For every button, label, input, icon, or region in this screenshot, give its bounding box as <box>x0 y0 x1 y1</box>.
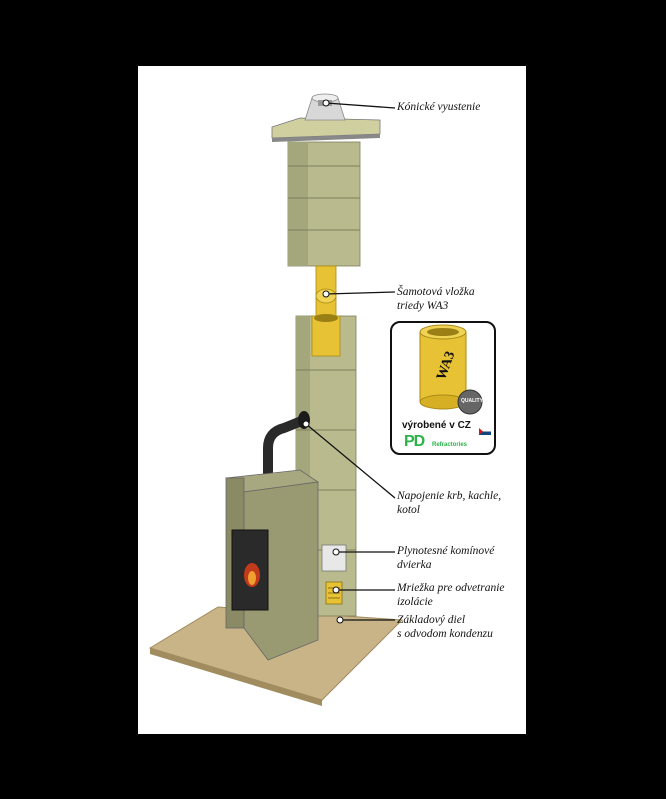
liner-inset-box <box>390 321 496 455</box>
quality-seal-text: QUALITY <box>461 398 483 404</box>
chimney-cap <box>271 117 381 139</box>
label-connection-line1: Napojenie krb, kachle, <box>397 490 502 502</box>
label-base-line2: s odvodom kondenzu <box>397 628 493 640</box>
label-base: Základový diel s odvodom kondenzu <box>397 613 493 641</box>
stove <box>224 469 320 661</box>
ventilation-grille <box>325 581 343 605</box>
label-grille-line2: izolácie <box>397 596 433 608</box>
upper-chimney-blocks <box>287 141 361 267</box>
leader-dots <box>302 99 344 624</box>
quality-seal-icon <box>457 389 483 415</box>
label-grille: Mriežka pre odvetranie izolácie <box>397 581 505 609</box>
label-liner-line1: Šamotová vložka <box>397 286 475 298</box>
label-conical-outlet: Kónické vyustenie <box>397 101 481 113</box>
label-grille-line1: Mriežka pre odvetranie <box>397 582 505 594</box>
label-liner: Šamotová vložka triedy WA3 <box>397 285 475 313</box>
label-liner-line2: triedy WA3 <box>397 300 449 312</box>
brand-subtitle: Refractories <box>432 442 468 448</box>
leader-lines <box>305 102 396 621</box>
flue-pipe <box>263 415 306 498</box>
chimney-door <box>321 544 347 572</box>
label-door-line2: dvierka <box>397 559 432 571</box>
conical-outlet <box>304 93 346 121</box>
label-door: Plynotesné komínové dvierka <box>397 544 494 572</box>
brand-logo: PD <box>404 433 425 450</box>
label-connection: Napojenie krb, kachle, kotol <box>397 489 501 517</box>
label-base-line1: Základový diel <box>397 614 466 626</box>
label-connection-line2: kotol <box>397 504 420 516</box>
wa3-liner-icon <box>419 324 467 410</box>
made-in-text: výrobené v CZ <box>402 420 471 431</box>
label-door-line1: Plynotesné komínové <box>397 545 495 557</box>
